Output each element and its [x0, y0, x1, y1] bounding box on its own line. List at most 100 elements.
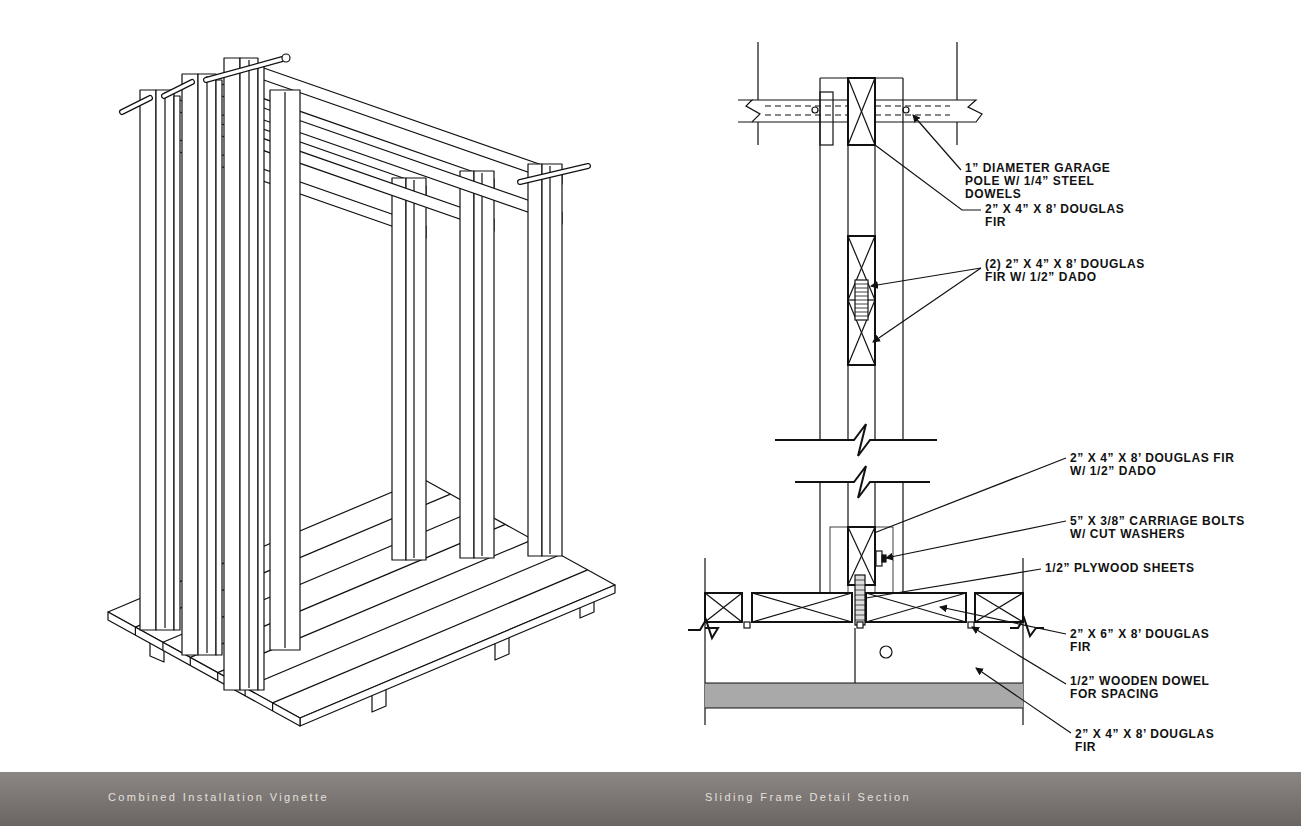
section-detail	[956, 122, 957, 145]
sliding-frame	[413, 180, 414, 558]
section-detail	[975, 593, 1023, 622]
section-detail	[795, 466, 930, 498]
section-detail	[875, 527, 893, 593]
section-detail	[757, 122, 758, 145]
platform	[162, 642, 163, 650]
platform	[217, 673, 218, 681]
panel-caption: Sliding Frame Detail Section	[705, 791, 911, 803]
section-detail	[1010, 618, 1044, 636]
sliding-frame	[520, 166, 588, 182]
sliding-frame	[248, 60, 249, 688]
section-detail	[975, 593, 1023, 622]
sliding-frame	[206, 58, 286, 80]
section-detail	[705, 683, 1023, 708]
sliding-frame	[164, 82, 192, 96]
section-detail	[819, 482, 820, 593]
section-detail	[956, 42, 957, 100]
panel-caption: Combined Installation Vignette	[108, 791, 329, 803]
platform	[272, 703, 273, 711]
section-detail	[854, 628, 855, 683]
sliding-frame	[406, 178, 426, 560]
sliding-frame	[206, 54, 588, 690]
sliding-frame	[174, 96, 180, 630]
section-detail	[902, 78, 903, 440]
sliding-frame	[182, 74, 198, 655]
section-detail	[866, 593, 966, 622]
leader-line	[940, 607, 1066, 634]
section-detail	[820, 92, 833, 145]
section-detail	[775, 424, 937, 456]
section-detail	[876, 551, 882, 566]
platform	[273, 570, 588, 703]
sliding-frame	[156, 90, 174, 630]
callout-label: (2) 2” X 4” X 8’ DOUGLAS FIR W/ 1/2” DAD…	[985, 258, 1155, 284]
sliding-frame	[549, 166, 550, 554]
sliding-frame	[216, 80, 222, 655]
sliding-frame	[258, 64, 264, 690]
section-detail	[705, 593, 742, 622]
section-detail	[848, 78, 875, 145]
sliding-frame	[392, 178, 406, 560]
leader-line	[871, 268, 981, 286]
section-detail	[744, 622, 750, 628]
sliding-frame	[122, 98, 150, 112]
callout-label: 2” X 6” X 8’ DOUGLAS FIR	[1070, 628, 1220, 654]
sliding-frame	[528, 164, 542, 556]
callout-label: 1/2” PLYWOOD SHEETS	[1045, 562, 1255, 575]
section-detail	[866, 593, 966, 622]
section-detail	[830, 527, 848, 593]
section-detail	[855, 580, 865, 620]
section-detail	[705, 682, 1023, 683]
section-detail	[857, 622, 863, 628]
sliding-frame	[542, 164, 562, 556]
section-detail	[705, 707, 1023, 708]
callout-label: 2” X 4” X 8’ DOUGLAS FIR	[1075, 728, 1225, 754]
leader-line	[886, 521, 1066, 558]
sliding-frame	[520, 166, 588, 182]
sliding-frame	[460, 171, 474, 558]
section-detail	[962, 100, 982, 122]
section-detail	[848, 78, 875, 145]
leader-line	[873, 268, 981, 342]
section-detail	[855, 575, 865, 625]
sliding-frame	[122, 98, 150, 112]
section-detail	[848, 78, 875, 145]
section-detail	[903, 107, 909, 113]
leader-line	[874, 458, 1066, 533]
section-detail	[882, 555, 886, 562]
platform	[218, 540, 533, 673]
section-detail	[874, 482, 875, 527]
section-detail	[752, 593, 852, 622]
section-detail	[757, 42, 758, 100]
sliding-frame	[164, 74, 494, 655]
sliding-frame	[282, 54, 290, 62]
footer-band	[0, 772, 1301, 826]
section-detail	[847, 482, 848, 527]
callout-label: 2” X 4” X 8’ DOUGLAS FIR W/ 1/2” DADO	[1070, 452, 1250, 478]
sliding-frame	[240, 58, 258, 690]
callout-label: 2” X 4” X 8’ DOUGLAS FIR	[985, 203, 1135, 229]
section-detail	[848, 236, 875, 365]
section-detail	[705, 593, 742, 622]
section-detail	[975, 593, 1023, 622]
sliding-frame	[284, 92, 285, 648]
sliding-frame	[481, 173, 482, 556]
section-detail	[812, 107, 818, 113]
sliding-frame	[164, 92, 165, 628]
section-detail	[705, 593, 742, 622]
leader-line	[913, 115, 961, 170]
callout-label: 1/2” WOODEN DOWEL FOR SPACING	[1070, 675, 1240, 701]
section-detail	[855, 284, 868, 316]
sliding-frame	[206, 58, 286, 80]
callout-label: 5” X 3/8” CARRIAGE BOLTS W/ CUT WASHERS	[1070, 515, 1260, 541]
sliding-frame	[198, 74, 216, 655]
section-detail	[866, 593, 966, 622]
section-detail	[688, 620, 718, 638]
section-detail	[902, 482, 903, 593]
section-detail	[855, 280, 868, 320]
platform	[300, 585, 615, 726]
sliding-frame	[224, 58, 240, 690]
callout-label: 1” DIAMETER GARAGE POLE W/ 1/4” STEEL DO…	[965, 162, 1140, 201]
sliding-frame	[270, 90, 300, 650]
